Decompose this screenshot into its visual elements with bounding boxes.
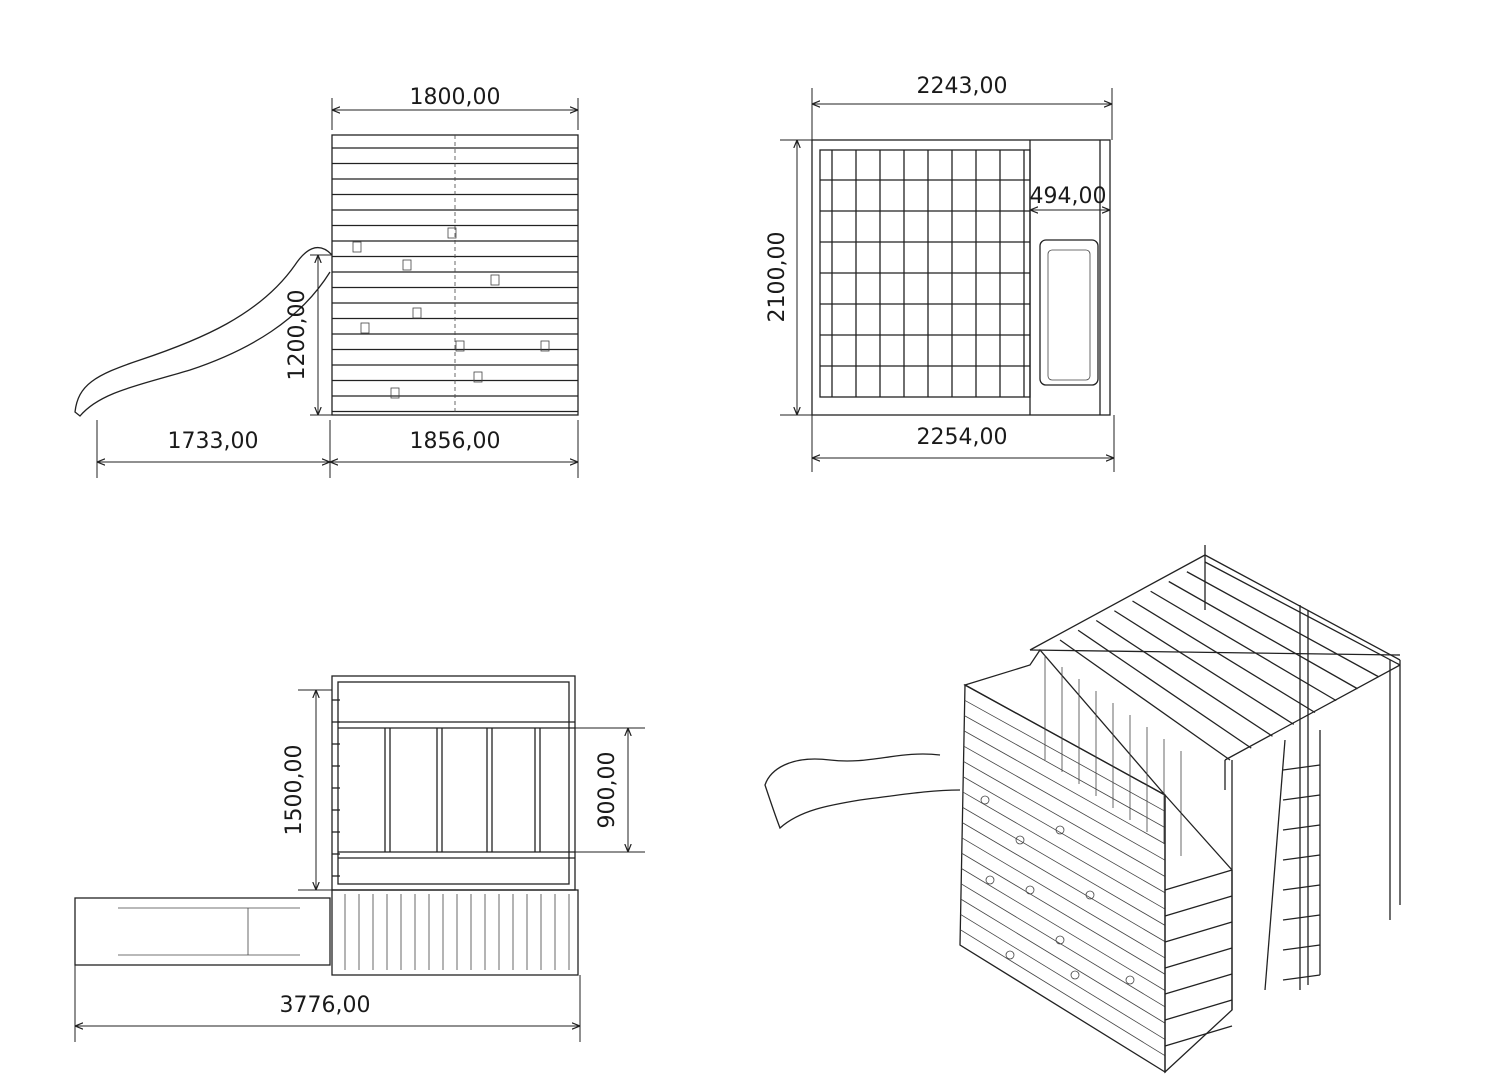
wall-plank — [960, 929, 1166, 1057]
wall-plank — [962, 822, 1166, 942]
monkey-bar — [1059, 639, 1231, 761]
rope-rung — [1282, 764, 1321, 771]
monkey-bar — [1132, 600, 1316, 714]
wall-plank — [963, 745, 1166, 861]
side-frame-outline — [811, 139, 1111, 416]
monkey-bar — [1186, 571, 1380, 678]
dim-front-width-bottom: 1856,00 — [410, 429, 501, 454]
climbing-hold-icon — [360, 322, 370, 334]
front-view: 1800,00 1200,00 1733,00 1856,00 — [74, 85, 579, 478]
wall-plank — [964, 699, 1166, 812]
climbing-hold-icon — [390, 387, 400, 399]
climbing-hold-icon — [1085, 890, 1095, 900]
ladder-rung — [1164, 895, 1233, 917]
ladder-rung — [1164, 973, 1233, 995]
monkey-bar — [1077, 629, 1252, 749]
rope-rung — [1282, 884, 1321, 891]
dim-inner-depth: 900,00 — [595, 752, 620, 829]
wall-plank — [963, 730, 1166, 845]
climbing-hold-icon — [1055, 935, 1065, 945]
ladder-rung — [1164, 1025, 1233, 1047]
monkey-bars — [332, 699, 541, 877]
rope-rung — [1282, 824, 1321, 831]
climbing-hold-icon — [1055, 825, 1065, 835]
climbing-hold-icon — [1025, 885, 1035, 895]
dim-slide-width: 494,00 — [1030, 184, 1107, 209]
dim-front-width-top: 1800,00 — [410, 85, 501, 110]
dim-top-depth: 1500,00 — [282, 745, 307, 836]
climbing-hold-icon — [473, 371, 483, 383]
slide-top — [74, 897, 331, 966]
wall-plank — [960, 914, 1166, 1040]
monkey-bars-3d — [1059, 561, 1401, 761]
wall-plank — [962, 791, 1166, 910]
slide-front — [1039, 239, 1099, 386]
climbing-hold-icon — [1005, 950, 1015, 960]
wall-plank — [960, 883, 1166, 1008]
rope-rung — [1282, 974, 1321, 981]
dim-total-length: 3776,00 — [280, 993, 371, 1018]
climbing-grid — [820, 150, 1030, 397]
dim-slide-length: 1733,00 — [168, 429, 259, 454]
wall-plank — [962, 807, 1166, 926]
climbing-hold-icon — [490, 274, 500, 286]
ladder-rung — [1164, 999, 1233, 1021]
rope-ladder — [1282, 764, 1321, 981]
dim-side-width-top: 2243,00 — [917, 74, 1008, 99]
climbing-hold-icon — [980, 795, 990, 805]
rope-rung — [1282, 914, 1321, 921]
ladder-rung — [1164, 921, 1233, 943]
climbing-hold-icon — [540, 340, 550, 352]
wall-plank — [964, 715, 1166, 828]
climbing-hold-icon — [455, 340, 465, 352]
climbing-hold-icon — [447, 227, 457, 239]
wall-plank — [960, 898, 1166, 1024]
isometric-view — [764, 545, 1401, 1074]
climbing-hold-icon — [1015, 835, 1025, 845]
climbing-hold-icon — [1070, 970, 1080, 980]
wall-plank — [963, 776, 1166, 894]
climbing-hold-icon — [985, 875, 995, 885]
monkey-bar — [1095, 619, 1273, 737]
climbing-hold-icon — [402, 259, 412, 271]
climbing-hold-icon — [352, 241, 362, 253]
slide — [74, 246, 333, 417]
monkey-bar — [1150, 590, 1337, 702]
rope-rung — [1282, 854, 1321, 861]
monkey-bar — [1204, 561, 1401, 666]
dim-side-height: 2100,00 — [765, 232, 790, 323]
rope-rung — [1282, 794, 1321, 801]
ladder-rung — [1164, 947, 1233, 969]
climbing-hold-icon — [412, 307, 422, 319]
slide-3d — [764, 753, 961, 830]
monkey-bar — [1114, 610, 1295, 725]
dim-front-height: 1200,00 — [285, 290, 310, 381]
climbing-wall-3d — [959, 683, 1166, 1074]
deck-planks — [331, 889, 579, 976]
wall-plank — [961, 852, 1166, 975]
side-ladder-3d — [1164, 793, 1233, 1074]
rope-rung — [1282, 944, 1321, 951]
monkey-bar — [1168, 580, 1358, 690]
side-view: 2243,00 494,00 2100,00 2254,00 — [765, 74, 1115, 472]
climbing-hold-icon — [1125, 975, 1135, 985]
wall-plank — [961, 868, 1166, 991]
top-view: 1500,00 900,00 3776,00 — [74, 675, 645, 1042]
wall-plank — [961, 837, 1166, 959]
ladder-rung — [1164, 869, 1233, 891]
dim-side-width-bottom: 2254,00 — [917, 425, 1008, 450]
wall-plank — [963, 761, 1166, 877]
